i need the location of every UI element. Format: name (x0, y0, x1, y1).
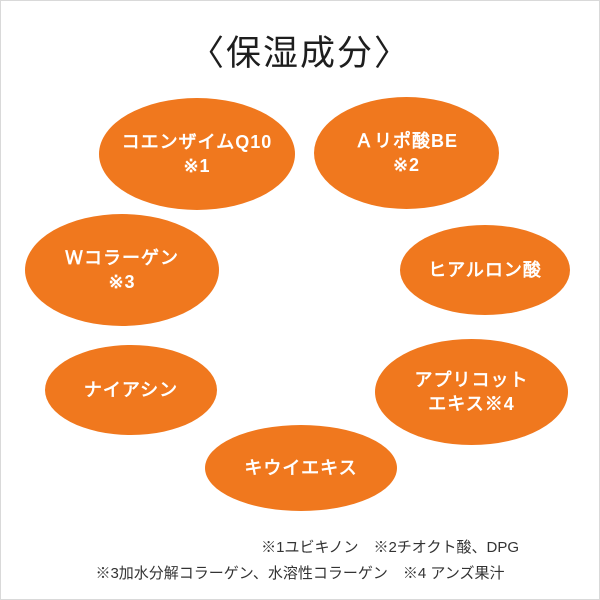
ingredient-bubble-w-collagen: Ｗコラーゲン ※3 (25, 214, 219, 326)
ingredient-bubble-kiwi-extract: キウイエキス (205, 425, 397, 511)
ingredient-label: Ａリポ酸BE (354, 130, 458, 151)
ingredient-bubble-coenzyme-q10: コエンザイムQ10 ※1 (99, 98, 295, 210)
ingredient-note-ref: エキス※4 (428, 394, 515, 414)
ingredient-label: アプリコット (414, 369, 529, 390)
ingredient-label: ヒアルロン酸 (428, 259, 542, 280)
ingredient-bubble-niacin: ナイアシン (45, 345, 217, 435)
ingredient-label: ナイアシン (83, 379, 179, 400)
ingredient-label: キウイエキス (244, 457, 358, 478)
ingredient-note-ref: ※1 (183, 156, 211, 176)
page-title: 〈保湿成分〉 (188, 34, 411, 73)
footnotes: ※1ユビキノン ※2チオクト酸、DPG ※3加水分解コラーゲン、水溶性コラーゲン… (1, 535, 599, 586)
footnote-line-2: ※3加水分解コラーゲン、水溶性コラーゲン ※4 アンズ果汁 (95, 564, 505, 582)
ingredient-bubble-hyaluronic-acid: ヒアルロン酸 (400, 225, 570, 315)
footnote-line-1: ※1ユビキノン ※2チオクト酸、DPG (261, 539, 519, 556)
ingredient-bubble-apricot-extract: アプリコット エキス※4 (375, 339, 568, 445)
ingredient-bubble-lipoic-acid: Ａリポ酸BE ※2 (314, 97, 499, 209)
ingredient-label: コエンザイムQ10 (121, 131, 273, 152)
ingredient-note-ref: ※3 (108, 272, 136, 292)
ingredient-note-ref: ※2 (392, 155, 421, 175)
ingredient-label: Ｗコラーゲン (65, 247, 179, 268)
